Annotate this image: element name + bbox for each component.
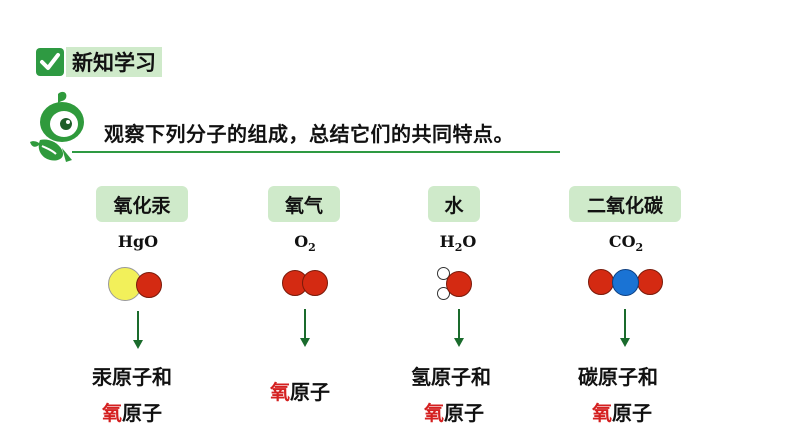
arrow-line xyxy=(304,309,306,340)
carbon-atom xyxy=(612,269,639,296)
green-mascot-icon xyxy=(30,91,84,162)
arrow-down-icon xyxy=(133,340,143,349)
oxygen-atom xyxy=(302,270,328,296)
oxygen-atom xyxy=(136,272,162,298)
formula-mercury-oxide: HgO xyxy=(117,232,159,251)
arrow-down-icon xyxy=(620,338,630,347)
arrow-line xyxy=(137,311,139,342)
section-header: 新知学习 xyxy=(36,47,162,77)
question-text: 观察下列分子的组成，总结它们的共同特点。 xyxy=(104,122,514,146)
molecule-name-carbon-dioxide: 二氧化碳 xyxy=(569,186,681,222)
formula-carbon-dioxide: CO2 xyxy=(608,232,644,255)
molecule-name-water: 水 xyxy=(428,186,480,222)
molecule-name-oxygen: 氧气 xyxy=(268,186,340,222)
oxygen-atom xyxy=(637,269,663,295)
composition-line1: 汞原子和 xyxy=(92,365,172,389)
composition-line1: 氧原子 xyxy=(270,380,330,404)
arrow-line xyxy=(624,309,626,340)
arrow-down-icon xyxy=(454,338,464,347)
arrow-line xyxy=(458,309,460,340)
formula-oxygen: O2 xyxy=(294,232,316,255)
formula-water: H2O xyxy=(439,232,477,255)
composition-line2: 氧原子 xyxy=(102,401,162,425)
checkmark-icon xyxy=(36,48,64,76)
composition-line2: 氧原子 xyxy=(592,401,652,425)
oxygen-atom xyxy=(588,269,614,295)
divider-line xyxy=(72,151,560,153)
section-title: 新知学习 xyxy=(66,47,162,77)
composition-line1: 氢原子和 xyxy=(411,365,491,389)
composition-line1: 碳原子和 xyxy=(578,365,658,389)
molecule-name-mercury-oxide: 氧化汞 xyxy=(96,186,188,222)
arrow-down-icon xyxy=(300,338,310,347)
composition-line2: 氧原子 xyxy=(424,401,484,425)
oxygen-atom xyxy=(446,271,472,297)
